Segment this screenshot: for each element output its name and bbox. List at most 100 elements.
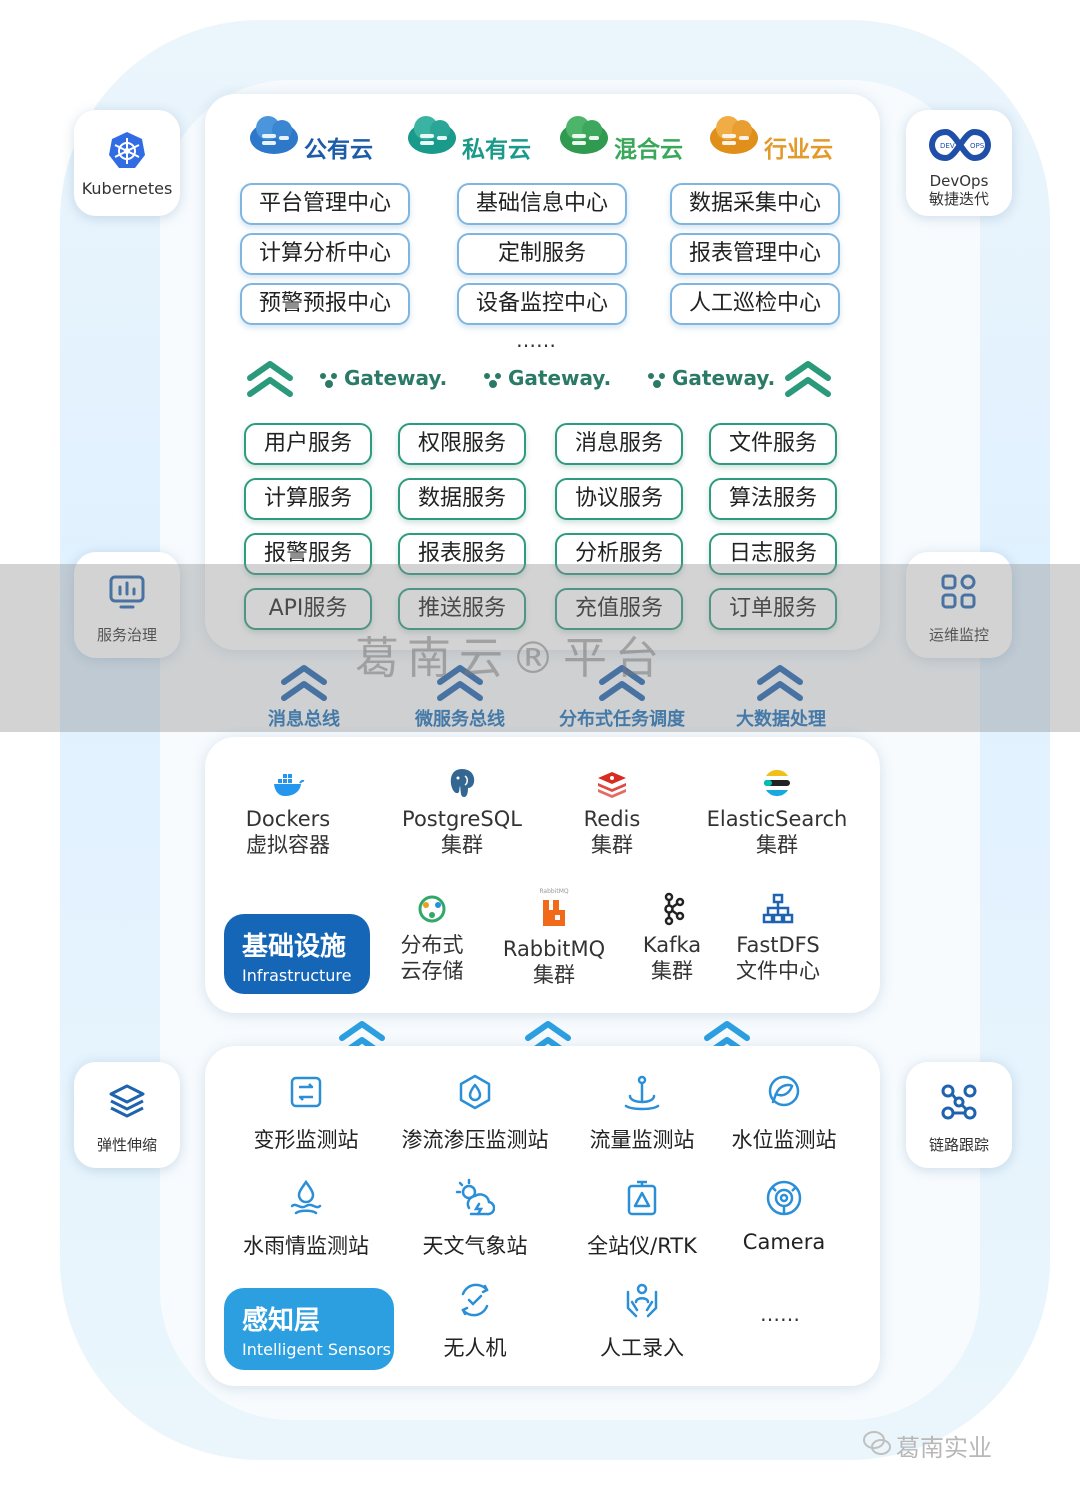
cloud-label: 私有云 [462, 137, 531, 163]
sensor-item: 流量监测站 [584, 1072, 700, 1154]
chevron-up-icon [247, 361, 293, 397]
infra-line2: 集群 [591, 833, 633, 857]
gateway-logo: Gateway. [646, 366, 775, 394]
service-pill[interactable]: 日志服务 [709, 533, 837, 575]
sensor-label: 全站仪/RTK [587, 1234, 697, 1258]
infra-line2: 集群 [533, 963, 575, 987]
service-pill[interactable]: 计算服务 [244, 478, 372, 520]
center-pill[interactable]: 预警预报中心 [240, 283, 410, 325]
service-pill[interactable]: 协议服务 [555, 478, 683, 520]
sensor-label: 天文气象站 [422, 1234, 528, 1258]
seepage-icon [459, 1074, 491, 1110]
sensors-badge: 感知层 Intelligent Sensors [224, 1288, 394, 1370]
rain-icon [290, 1179, 322, 1215]
service-pill[interactable]: 算法服务 [709, 478, 837, 520]
infra-item-elasticsearch: ElasticSearch 集群 [702, 766, 852, 858]
center-pill[interactable]: 设备监控中心 [457, 283, 627, 325]
centers-more: …… [516, 328, 556, 352]
sensor-label: 无人机 [443, 1336, 507, 1360]
center-pill[interactable]: 基础信息中心 [457, 183, 627, 225]
service-pill[interactable]: 消息服务 [555, 423, 683, 465]
side-tile-kubernetes: Kubernetes [74, 110, 180, 216]
infra-line2: 集群 [441, 833, 483, 857]
side-label: 运维监控 [928, 626, 989, 644]
infra-line1: ElasticSearch [706, 807, 848, 831]
cloud-icon [250, 116, 298, 154]
center-pill[interactable]: 数据采集中心 [670, 183, 840, 225]
chevron-up-icon [281, 665, 327, 701]
infra-line1: Kafka [642, 933, 702, 957]
side-tile-service-governance: 服务治理 [74, 552, 180, 658]
drone-icon [461, 1283, 489, 1317]
center-pill[interactable]: 定制服务 [457, 233, 627, 275]
service-pill[interactable]: 充值服务 [555, 588, 683, 630]
cloud-label: 混合云 [614, 137, 683, 163]
sensor-item: Camera [732, 1178, 836, 1254]
side-label: Kubernetes [81, 179, 173, 198]
platform-watermark: 葛南云®平台 [355, 633, 667, 684]
side-tile-ops-monitoring: 运维监控 [906, 552, 1012, 658]
sensor-item: 水位监测站 [726, 1072, 842, 1154]
service-pill[interactable]: 数据服务 [398, 478, 526, 520]
sensor-label: Camera [742, 1230, 826, 1254]
monitor-chart-icon [109, 575, 145, 609]
service-pill[interactable]: 订单服务 [709, 588, 837, 630]
infra-line2: 集群 [651, 959, 693, 983]
kafka-icon [664, 892, 685, 926]
cloud-storage-icon [418, 895, 446, 923]
flow-icon [624, 1075, 660, 1111]
sensor-label: 水雨情监测站 [243, 1234, 369, 1258]
center-pill[interactable]: 人工巡检中心 [670, 283, 840, 325]
infra-line2: 云存储 [400, 959, 464, 983]
center-pill[interactable]: 平台管理中心 [240, 183, 410, 225]
gateway-logo: Gateway. [482, 366, 611, 394]
service-pill[interactable]: 文件服务 [709, 423, 837, 465]
sensor-label: 变形监测站 [253, 1128, 359, 1152]
devops-icon: DEV OPS [928, 128, 992, 162]
infra-item-postgresql: PostgreSQL 集群 [392, 766, 532, 858]
sensor-item: 人工录入 [590, 1280, 694, 1362]
sensor-label: 渗流渗压监测站 [401, 1128, 549, 1152]
service-pill[interactable]: 报表服务 [398, 533, 526, 575]
rabbitmq-tag: RabbitMQ [539, 888, 569, 895]
infra-item-redis: Redis 集群 [566, 766, 658, 858]
service-pill[interactable]: 报警服务 [244, 533, 372, 575]
sensor-item: 变形监测站 [240, 1072, 372, 1154]
bus-label: 消息总线 [268, 709, 340, 730]
badge-subtitle: Infrastructure [242, 966, 352, 985]
badge-title: 基础设施 [242, 932, 347, 962]
redis-icon [598, 772, 626, 798]
sensor-label: 水位监测站 [731, 1128, 837, 1152]
side-tile-devops: DEV OPS DevOps 敏捷迭代 [906, 110, 1012, 216]
deformation-icon [290, 1076, 322, 1108]
gateway-logo: Gateway. [318, 366, 447, 394]
infra-line2: 虚拟容器 [246, 833, 330, 857]
chevron-up-icon [599, 665, 645, 701]
svg-text:OPS: OPS [970, 142, 985, 150]
svg-text:DEV: DEV [940, 142, 955, 150]
sensor-label: 流量监测站 [589, 1128, 695, 1152]
weather-icon [455, 1178, 495, 1216]
gateway-icon [648, 372, 665, 388]
center-pill[interactable]: 计算分析中心 [240, 233, 410, 275]
service-pill[interactable]: API服务 [244, 588, 372, 630]
manual-input-icon [626, 1283, 658, 1318]
cloud-icon [408, 116, 456, 154]
center-pill[interactable]: 报表管理中心 [670, 233, 840, 275]
docker-icon [274, 774, 305, 796]
service-pill[interactable]: 权限服务 [398, 423, 526, 465]
kubernetes-icon [109, 132, 145, 168]
gateway-label: Gateway. [344, 366, 448, 390]
gateway-icon [484, 372, 501, 388]
service-pill[interactable]: 分析服务 [555, 533, 683, 575]
infra-line2: 集群 [756, 833, 798, 857]
sensors-more: …… [760, 1302, 800, 1326]
infra-item-kafka: Kafka 集群 [636, 892, 708, 984]
service-pill[interactable]: 用户服务 [244, 423, 372, 465]
rabbitmq-icon [543, 900, 565, 926]
postgresql-icon [450, 769, 475, 797]
overlay-band [0, 564, 1080, 732]
infra-line1: PostgreSQL [402, 807, 522, 831]
gateway-label: Gateway. [508, 366, 612, 390]
service-pill[interactable]: 推送服务 [398, 588, 526, 630]
